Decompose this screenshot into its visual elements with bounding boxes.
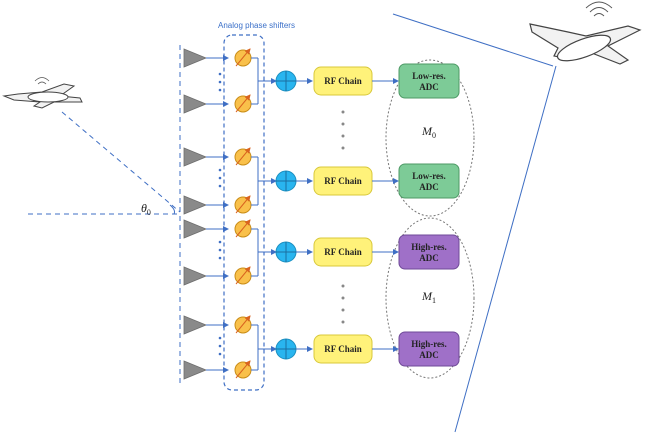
angle-arc <box>169 204 175 215</box>
ellipsis-dot <box>218 184 222 188</box>
adc-label-line2: ADC <box>419 82 439 92</box>
high-res-adc-box <box>398 331 460 367</box>
far-line-top <box>392 13 554 67</box>
ellipsis-dot <box>341 122 345 126</box>
group-m0-label: M0 <box>421 124 436 140</box>
ellipsis-dot <box>341 284 345 288</box>
adc-label-line2: ADC <box>419 253 439 263</box>
ellipsis-dot <box>341 308 345 312</box>
far-line-right <box>454 65 557 433</box>
group-m0-ellipse <box>385 59 475 217</box>
phase-shifter-arrow <box>235 195 251 214</box>
rf-chain-label: RF Chain <box>324 344 361 354</box>
antenna-element <box>183 315 208 335</box>
adc-label-line1: High-res. <box>411 242 447 252</box>
antenna-array <box>183 48 229 380</box>
ellipsis-dot <box>218 72 222 76</box>
ellipsis-dot <box>218 240 222 244</box>
incident-wave-lines <box>28 45 181 385</box>
antenna-element <box>183 48 208 68</box>
rf-chain-label: RF Chain <box>324 76 361 86</box>
ellipsis-dot <box>218 176 222 180</box>
ellipsis-dot <box>218 344 222 348</box>
adc-label-line1: High-res. <box>411 339 447 349</box>
ellipsis-dot <box>218 336 222 340</box>
phase-shifter-arrow <box>235 360 251 379</box>
ellipsis-dot <box>341 134 345 138</box>
phase-shifter-arrow <box>235 48 251 67</box>
uav-left-icon <box>2 77 83 109</box>
ellipsis-dot <box>341 110 345 114</box>
low-res-adc-box <box>398 163 460 199</box>
uav-right-icon <box>529 1 642 65</box>
phase-shifter-arrow <box>235 94 251 113</box>
high-res-adc-box <box>398 234 460 270</box>
ellipsis-dot <box>218 256 222 260</box>
rf-chain-label: RF Chain <box>324 247 361 257</box>
ellipsis-dot <box>218 352 222 356</box>
antenna-element <box>183 147 208 167</box>
adc-label-line2: ADC <box>419 350 439 360</box>
adc-label-line1: Low-res. <box>412 171 446 181</box>
group-m1-ellipse <box>385 217 475 379</box>
ellipsis-dot <box>341 146 345 150</box>
group-m1-label: M1 <box>421 289 436 305</box>
phase-shifter-group-label: Analog phase shifters <box>218 21 295 30</box>
phase-shifter-arrow <box>235 147 251 166</box>
phase-shifter-arrow <box>235 219 251 238</box>
adc-label-line2: ADC <box>419 182 439 192</box>
adc-label-line1: Low-res. <box>412 71 446 81</box>
antenna-element <box>183 195 208 215</box>
ellipsis-dot <box>218 168 222 172</box>
antenna-element <box>183 266 208 286</box>
ellipsis-dot <box>341 320 345 324</box>
ellipsis-dot <box>218 248 222 252</box>
phase-shifter-arrow <box>235 315 251 334</box>
low-res-adc-box <box>398 63 460 99</box>
phase-shifter-arrow <box>235 266 251 285</box>
angle-label: θ0 <box>141 201 151 217</box>
ellipsis-dot <box>218 88 222 92</box>
ellipsis-dot <box>218 80 222 84</box>
rf-chain-label: RF Chain <box>324 176 361 186</box>
phase-shifter-group-box <box>223 34 265 391</box>
incident-ray-dashed <box>61 111 181 213</box>
far-field-lines <box>392 13 557 433</box>
antenna-element <box>183 360 208 380</box>
antenna-element <box>183 219 208 239</box>
ellipsis-dot <box>341 296 345 300</box>
phase-shifters <box>234 48 258 379</box>
antenna-element <box>183 94 208 114</box>
